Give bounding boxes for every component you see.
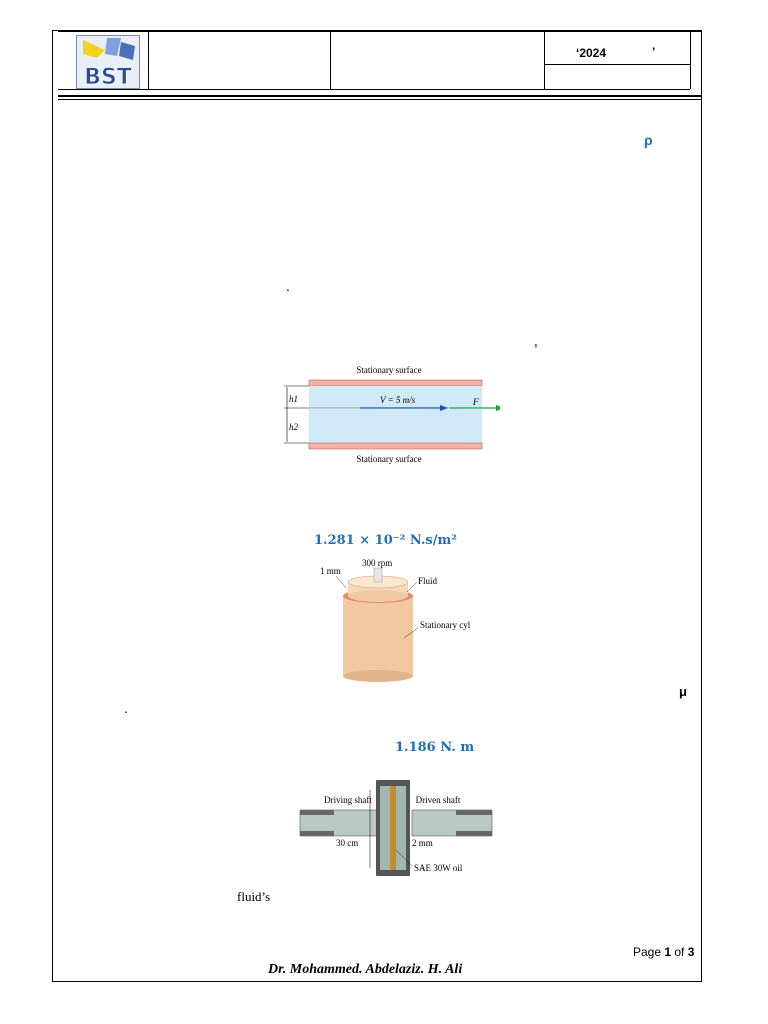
comma-mark: ,	[534, 334, 538, 349]
author-signature: Dr. Mohammed. Abdelaziz. H. Ali	[268, 962, 463, 977]
fig2-gap: 1 mm	[320, 566, 341, 576]
svg-text:BST: BST	[84, 65, 132, 88]
fig1-h1: h1	[289, 394, 298, 404]
fig1-force: F	[472, 397, 479, 407]
answer-viscosity: 1.281 × 10⁻² N.s/m²	[314, 533, 457, 548]
exam-year: ‘2024	[576, 46, 607, 60]
fig2-speed: 300 rpm	[362, 558, 392, 568]
fig3-oil: SAE 30W oil	[414, 863, 463, 873]
fig3-gap: 2 mm	[412, 838, 433, 848]
fig2-fluid: Fluid	[418, 576, 438, 586]
answer-torque: 1.186 N. m	[395, 740, 475, 755]
figure-plate-flow: Stationary surface V = 5 m/s F h1 h2 Sta…	[284, 365, 500, 464]
institution-logo: BST	[76, 35, 140, 90]
figure-coupling: Driving shaft Driven shaft 30 cm 2 mm SA…	[299, 780, 493, 876]
page-frame	[52, 30, 702, 982]
sentence-period: .	[286, 278, 290, 294]
figure-rotating-cylinder: 300 rpm 1 mm Fluid Stationary cylinder	[320, 558, 470, 682]
fig3-diameter: 30 cm	[336, 838, 358, 848]
fig1-bottom-label: Stationary surface	[356, 454, 421, 464]
fig1-h2: h2	[289, 422, 299, 432]
mu-symbol: μ	[679, 684, 687, 699]
page-number: Page 1 of 3	[633, 945, 695, 959]
fig1-velocity: V = 5 m/s	[380, 395, 416, 405]
fig3-driving: Driving shaft	[324, 795, 372, 805]
rho-symbol: ρ	[644, 132, 653, 148]
fluids-word: fluid’s	[237, 889, 271, 904]
header-quote-mark: ’	[652, 45, 656, 59]
sentence-period-2: .	[124, 700, 128, 716]
fig2-cylinder: Stationary cylinder	[420, 620, 470, 630]
fig3-driven: Driven shaft	[416, 795, 461, 805]
fig1-top-label: Stationary surface	[356, 365, 421, 375]
